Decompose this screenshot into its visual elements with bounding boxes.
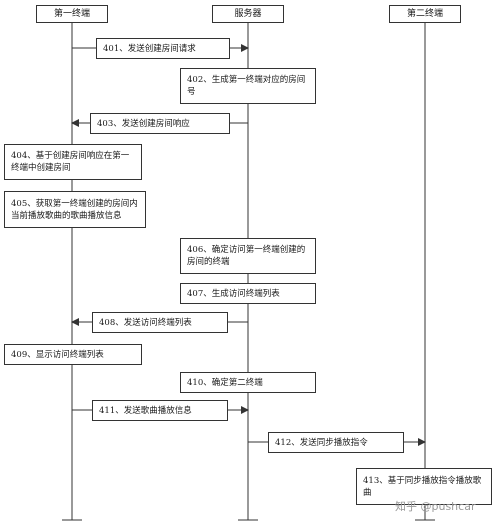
step-410: 410、确定第二终端 — [180, 372, 316, 393]
step-407: 407、生成访问终端列表 — [180, 283, 316, 304]
step-405: 405、获取第一终端创建的房间内当前播放歌曲的歌曲播放信息 — [4, 191, 146, 228]
step-410-text: 410、确定第二终端 — [187, 377, 263, 388]
step-406-text: 406、确定访问第一终端创建的房间的终端 — [187, 245, 306, 267]
step-403: 403、发送创建房间响应 — [90, 113, 230, 134]
step-412: 412、发送同步播放指令 — [268, 432, 404, 453]
watermark: 知乎 @pushcar — [395, 500, 476, 513]
step-409-text: 409、显示访问终端列表 — [11, 349, 104, 360]
step-412-text: 412、发送同步播放指令 — [275, 437, 368, 448]
step-408-text: 408、发送访问终端列表 — [99, 317, 192, 328]
step-413-text: 413、基于同步播放指令播放歌曲 — [363, 475, 482, 498]
step-411: 411、发送歌曲播放信息 — [92, 400, 228, 421]
step-402: 402、生成第一终端对应的房间号 — [180, 68, 316, 104]
step-409: 409、显示访问终端列表 — [4, 344, 142, 365]
step-404-text: 404、基于创建房间响应在第一终端中创建房间 — [11, 151, 130, 173]
step-404: 404、基于创建房间响应在第一终端中创建房间 — [4, 144, 142, 180]
step-401: 401、发送创建房间请求 — [96, 38, 230, 59]
step-401-text: 401、发送创建房间请求 — [103, 43, 196, 54]
step-403-text: 403、发送创建房间响应 — [97, 118, 190, 129]
step-406: 406、确定访问第一终端创建的房间的终端 — [180, 238, 316, 274]
step-408: 408、发送访问终端列表 — [92, 312, 228, 333]
participant-server: 服务器 — [212, 5, 284, 23]
participant-terminal2: 第二终端 — [389, 5, 461, 23]
step-411-text: 411、发送歌曲播放信息 — [99, 405, 192, 416]
step-413: 413、基于同步播放指令播放歌曲 — [356, 468, 492, 505]
step-402-text: 402、生成第一终端对应的房间号 — [187, 75, 306, 97]
step-407-text: 407、生成访问终端列表 — [187, 288, 280, 299]
step-405-text: 405、获取第一终端创建的房间内当前播放歌曲的歌曲播放信息 — [11, 198, 138, 221]
participant-terminal1: 第一终端 — [36, 5, 108, 23]
